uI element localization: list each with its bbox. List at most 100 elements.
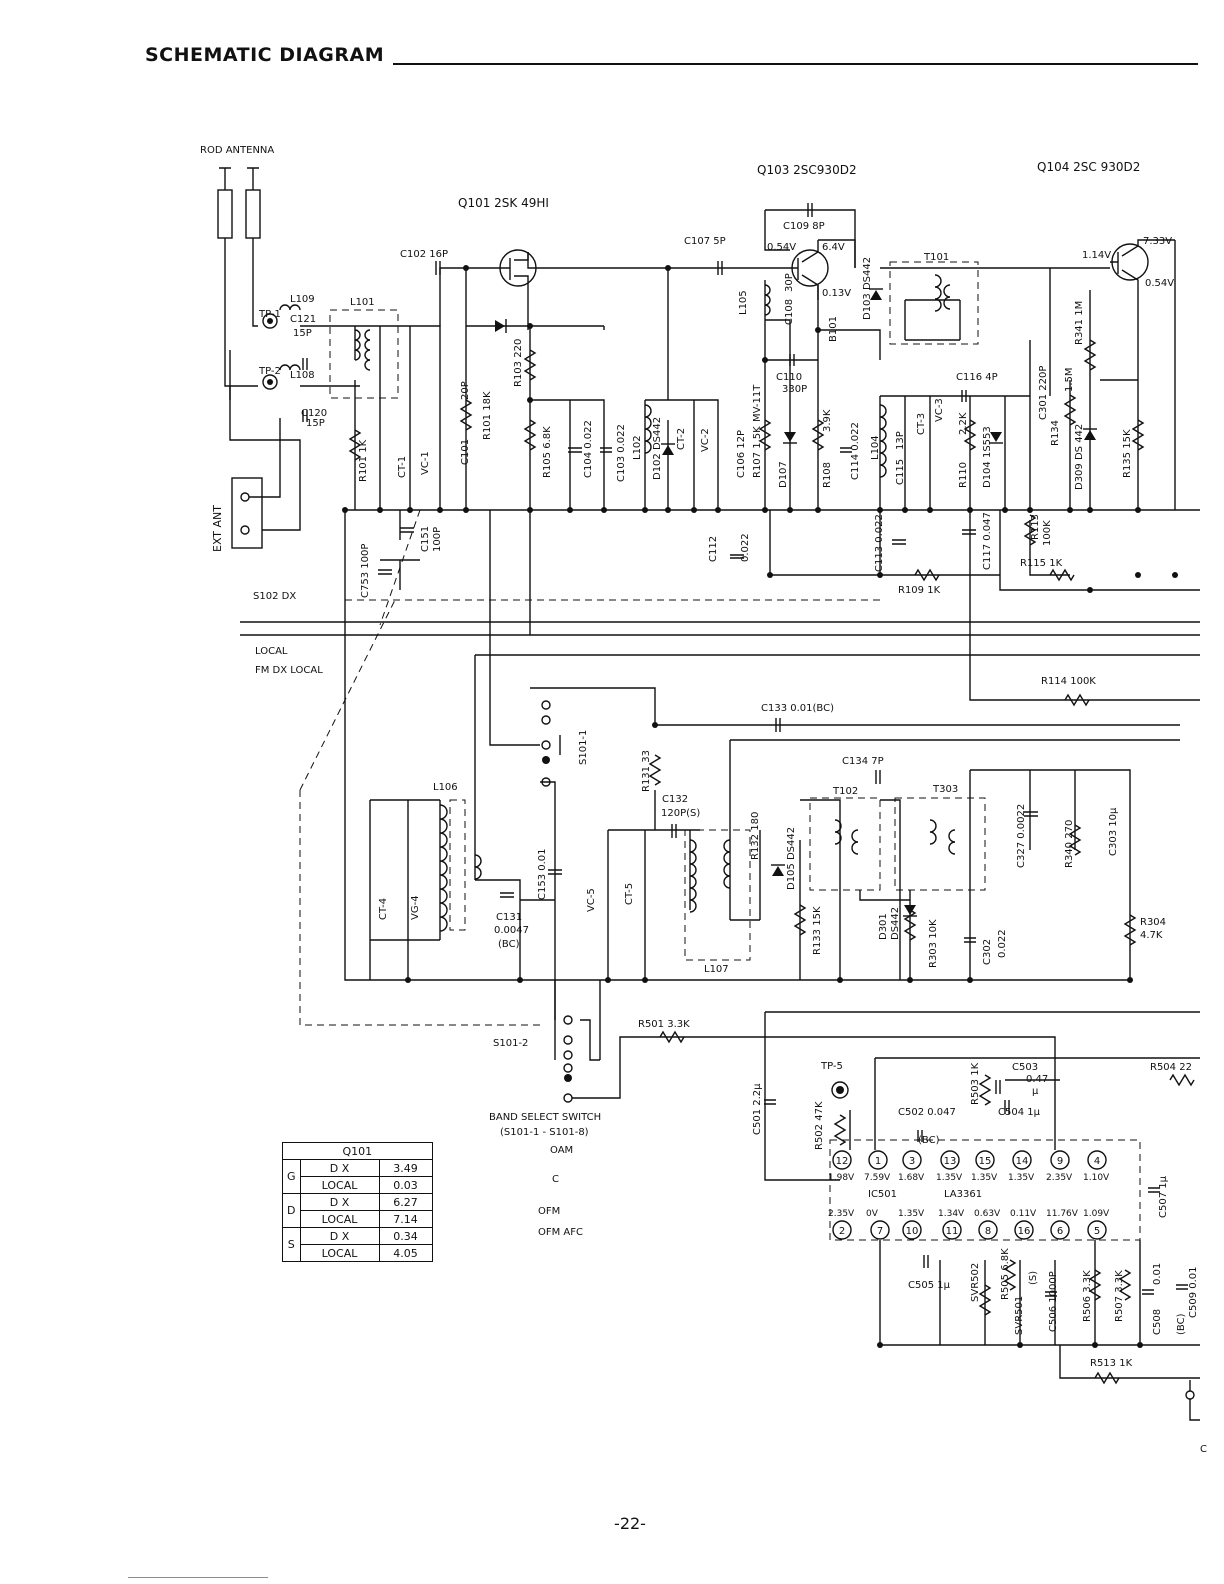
fm-label: OFM <box>538 1206 560 1217</box>
mode-cell: D X <box>299 1159 380 1177</box>
ic-pin-voltage: 1.34V <box>938 1209 965 1219</box>
rod-antenna-label: ROD ANTENNA <box>200 145 274 156</box>
q103-label: Q103 2SC930D2 <box>757 163 857 177</box>
d301-label: D301 <box>878 913 889 940</box>
c303-label: C303 10µ <box>1108 807 1119 856</box>
mode-cell: LOCAL <box>299 1244 380 1262</box>
ext-ant-label: EXT ANT <box>211 505 224 552</box>
l105-label: L105 <box>738 290 749 315</box>
ic-pin-voltage: 1.35V <box>898 1209 925 1219</box>
ic-pin-labels: 121.98V17.59V31.68V131.35V151.35V141.35V… <box>828 1156 1110 1237</box>
r133-label: R133 15K <box>812 906 823 955</box>
rod-antenna-right <box>245 189 261 239</box>
r304-value: 4.7K <box>1140 930 1163 941</box>
table-row: S D X 0.34 <box>282 1227 433 1262</box>
ic-pin-voltage: 1.35V <box>971 1173 998 1183</box>
mode-cell: D X <box>299 1193 380 1211</box>
c301-label: C301 220P <box>1038 366 1049 420</box>
r105-label: R105 6.8K <box>542 426 553 478</box>
rod-antenna-left <box>217 189 233 239</box>
s102-dx-label: S102 DX <box>253 591 296 602</box>
ic-pin-top-circle <box>1050 1150 1070 1170</box>
pin-cell: S <box>282 1227 301 1262</box>
c113-label: C113 0.022 <box>874 514 885 572</box>
c131-label: C131 <box>496 912 522 923</box>
ic-pin-bottom-circle <box>1050 1220 1070 1240</box>
c106-label: C106 12P <box>736 430 747 478</box>
ic-pin-voltage: 2.35V <box>1046 1173 1073 1183</box>
mode-cell: LOCAL <box>299 1176 380 1194</box>
c131-value: 0.0047 <box>494 925 529 936</box>
d103-label: D103 DS442 <box>862 257 873 320</box>
r135-label: R135 15K <box>1122 429 1133 478</box>
ct5-label: CT-5 <box>624 883 635 905</box>
component-symbols <box>262 203 1195 1385</box>
table-row: LOCAL 7.14 <box>283 1210 433 1228</box>
c133-label: C133 0.01(BC) <box>761 703 834 714</box>
c327-label: C327 0.0022 <box>1016 804 1027 868</box>
c104-label: C104 0.022 <box>583 420 594 478</box>
mv11t-label: MV-11T <box>752 384 763 422</box>
c112-label: C112 <box>708 536 719 562</box>
ic-pin-bottom-circle <box>1087 1220 1107 1240</box>
ic-pin-number: 10 <box>906 1226 919 1237</box>
r107-label: R107 1.5K <box>752 426 763 478</box>
r501-label: R501 3.3K <box>638 1019 690 1030</box>
ic-pin-circles <box>832 1150 1107 1240</box>
c108-label: C108 <box>784 299 795 325</box>
ic-pin-top-circle <box>975 1150 995 1170</box>
c505-label: C505 1µ <box>908 1280 951 1291</box>
c102-label: C102 16P <box>400 249 448 260</box>
band-select-label: BAND SELECT SWITCH <box>489 1112 601 1123</box>
s101-1-label: S101-1 <box>578 730 589 765</box>
s101-2-label: S101-2 <box>493 1038 528 1049</box>
ic-name: IC501 <box>868 1189 897 1200</box>
voltage-q103-c: 6.4V <box>822 242 845 253</box>
c110-value: 330P <box>782 384 807 395</box>
ic-pin-voltage: 1.10V <box>1083 1173 1110 1183</box>
fm-dx-local-label: FM DX LOCAL <box>255 665 323 676</box>
c509-bc: (BC) <box>1176 1313 1187 1335</box>
c103-label: C103 0.022 <box>616 424 627 482</box>
d107-label: D107 <box>778 461 789 488</box>
ct3-label: CT-3 <box>916 413 927 435</box>
tp1-label: TP-1 <box>258 309 281 320</box>
r134-label: R134 <box>1050 420 1061 446</box>
l106-label: L106 <box>433 782 458 793</box>
c509-label: C509 0.01 <box>1188 1266 1199 1318</box>
vg4-label: VG-4 <box>410 895 421 920</box>
voltage-q104-b: 1.14V <box>1082 250 1111 261</box>
c109-label: C109 8P <box>783 221 825 232</box>
tp5-label: TP-5 <box>820 1061 843 1072</box>
c112-value: 0.022 <box>740 533 751 562</box>
q101-label: Q101 2SK 49HI <box>458 196 549 210</box>
l102-label: L102 <box>632 435 643 460</box>
svr501-label: SVR501 <box>1014 1296 1025 1335</box>
l104-label: L104 <box>870 435 881 460</box>
c503-label: C503 <box>1012 1062 1038 1073</box>
ct4-label: CT-4 <box>378 898 389 920</box>
c506-s: (S) <box>1028 1271 1039 1285</box>
ic-pin-number: 11 <box>946 1226 959 1237</box>
ic-pin-number: 9 <box>1057 1156 1063 1167</box>
value-cell: 0.34 <box>378 1227 433 1245</box>
value-cell: 3.49 <box>378 1159 433 1177</box>
r110-label: R110 <box>958 462 969 488</box>
l108-label: L108 <box>290 370 315 381</box>
ic-pin-voltage: 0.11V <box>1010 1209 1037 1219</box>
ic-pin-voltage: 0V <box>866 1209 879 1219</box>
mode-cell: LOCAL <box>299 1210 380 1228</box>
voltage-q104-c: 7.33V <box>1143 236 1172 247</box>
c115-label: C115 <box>895 459 906 485</box>
c508-value: 0.01 <box>1152 1263 1163 1285</box>
c101-label: C101 <box>460 439 471 465</box>
t102-label: T102 <box>832 786 858 797</box>
ic-type: LA3361 <box>944 1189 982 1200</box>
ic-pin-number: 12 <box>836 1156 849 1167</box>
c508-label: C508 <box>1152 1309 1163 1335</box>
d105-label: D105 DS442 <box>786 827 797 890</box>
c132-value: 120P(S) <box>661 808 700 819</box>
ic-pin-voltage: 2.35V <box>828 1209 855 1219</box>
ct1-label: CT-1 <box>397 456 408 478</box>
